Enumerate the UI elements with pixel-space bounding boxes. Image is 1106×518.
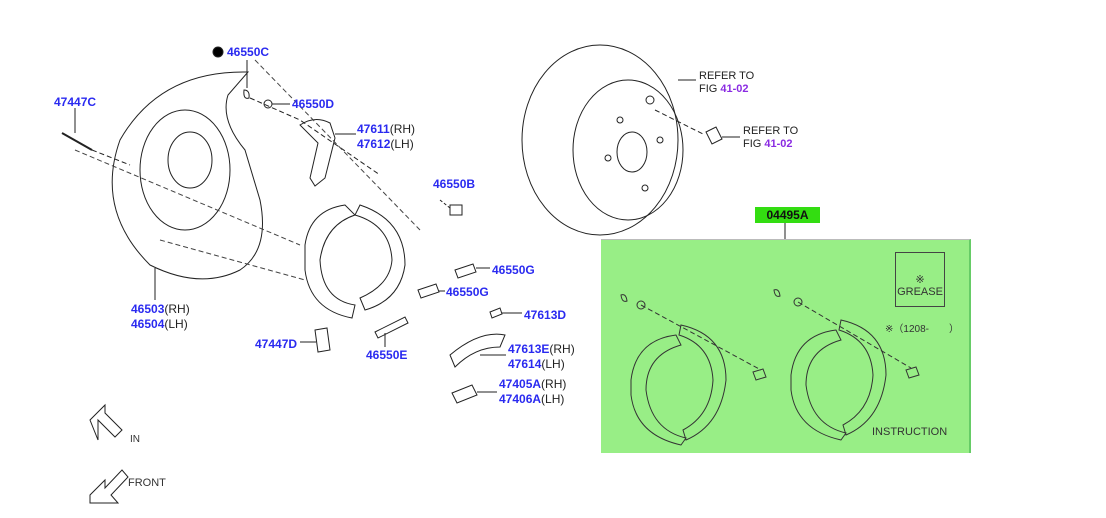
fig-link[interactable]: 41-02 — [720, 83, 749, 95]
part-number-47612[interactable]: 47612(LH) — [357, 137, 414, 151]
in-label: IN — [130, 434, 140, 445]
side-label: (RH) — [389, 122, 416, 136]
side-label: (RH) — [541, 377, 567, 391]
shoe-kit-panel — [601, 239, 971, 453]
side-label: (LH) — [541, 357, 565, 371]
backing-plate-drawing — [111, 71, 263, 300]
side-label: (RH) — [164, 302, 190, 316]
part-number: 47406A — [499, 392, 542, 406]
part-number-47613D[interactable]: 47613D — [524, 308, 567, 322]
part-number-46550G[interactable]: 46550G — [446, 285, 489, 299]
part-number: 47614 — [508, 357, 542, 371]
part-number-46550D[interactable]: 46550D — [292, 97, 335, 111]
kit-note: ※（1208- ） — [885, 324, 959, 335]
figure-reference[interactable]: REFER TO FIG 41-02 — [743, 125, 798, 151]
shoe-kit-drawing — [620, 289, 920, 446]
fig-prefix: FIG — [699, 83, 718, 95]
part-number-46504[interactable]: 46504(LH) — [131, 317, 188, 331]
part-number-46550C[interactable]: 46550C — [227, 45, 270, 59]
side-label: (LH) — [541, 392, 565, 406]
part-number: 47405A — [499, 377, 542, 391]
instruction-label: INSTRUCTION — [872, 426, 948, 438]
front-label: FRONT — [128, 477, 166, 489]
part-number-46550E[interactable]: 46550E — [366, 348, 408, 362]
brake-shoe-drawing — [304, 204, 406, 319]
in-arrow-icon — [89, 403, 123, 441]
part-number-47611[interactable]: 47611(RH) — [357, 122, 415, 136]
side-label: (LH) — [164, 317, 188, 331]
part-number: 47612 — [357, 137, 391, 151]
part-number: 46503 — [131, 302, 165, 316]
part-number: 47613E — [508, 342, 550, 356]
part-number: 47611 — [357, 122, 390, 136]
side-label: (RH) — [549, 342, 575, 356]
part-number-46503[interactable]: 46503(RH) — [131, 302, 190, 316]
part-number-46550G[interactable]: 46550G — [492, 263, 535, 277]
grease-mark: ※ — [915, 274, 925, 286]
part-number-47405A[interactable]: 47405A(RH) — [499, 377, 566, 391]
bullet-icon — [212, 46, 224, 58]
part-number-47447C[interactable]: 47447C — [54, 95, 97, 109]
part-number-04495A[interactable]: 04495A — [755, 207, 820, 223]
part-number-47613E[interactable]: 47613E(RH) — [508, 342, 575, 356]
figure-reference[interactable]: REFER TO FIG 41-02 — [699, 70, 754, 96]
bolt-drawing — [61, 132, 93, 151]
part-number-47614[interactable]: 47614(LH) — [508, 357, 565, 371]
fig-link[interactable]: 41-02 — [764, 138, 793, 150]
refer-to-text: REFER TO — [743, 125, 799, 137]
part-number-47406A[interactable]: 47406A(LH) — [499, 392, 564, 406]
part-number-46550B[interactable]: 46550B — [433, 177, 476, 191]
fig-prefix: FIG — [743, 138, 762, 150]
part-number-47447D[interactable]: 47447D — [255, 337, 298, 351]
front-arrow-icon — [89, 469, 129, 504]
brake-disc-drawing — [521, 44, 684, 236]
refer-to-text: REFER TO — [699, 70, 755, 82]
side-label: (LH) — [390, 137, 414, 151]
grease-packet: ※ GREASE — [895, 252, 945, 307]
part-number: 46504 — [131, 317, 165, 331]
grease-label: GREASE — [897, 286, 943, 298]
